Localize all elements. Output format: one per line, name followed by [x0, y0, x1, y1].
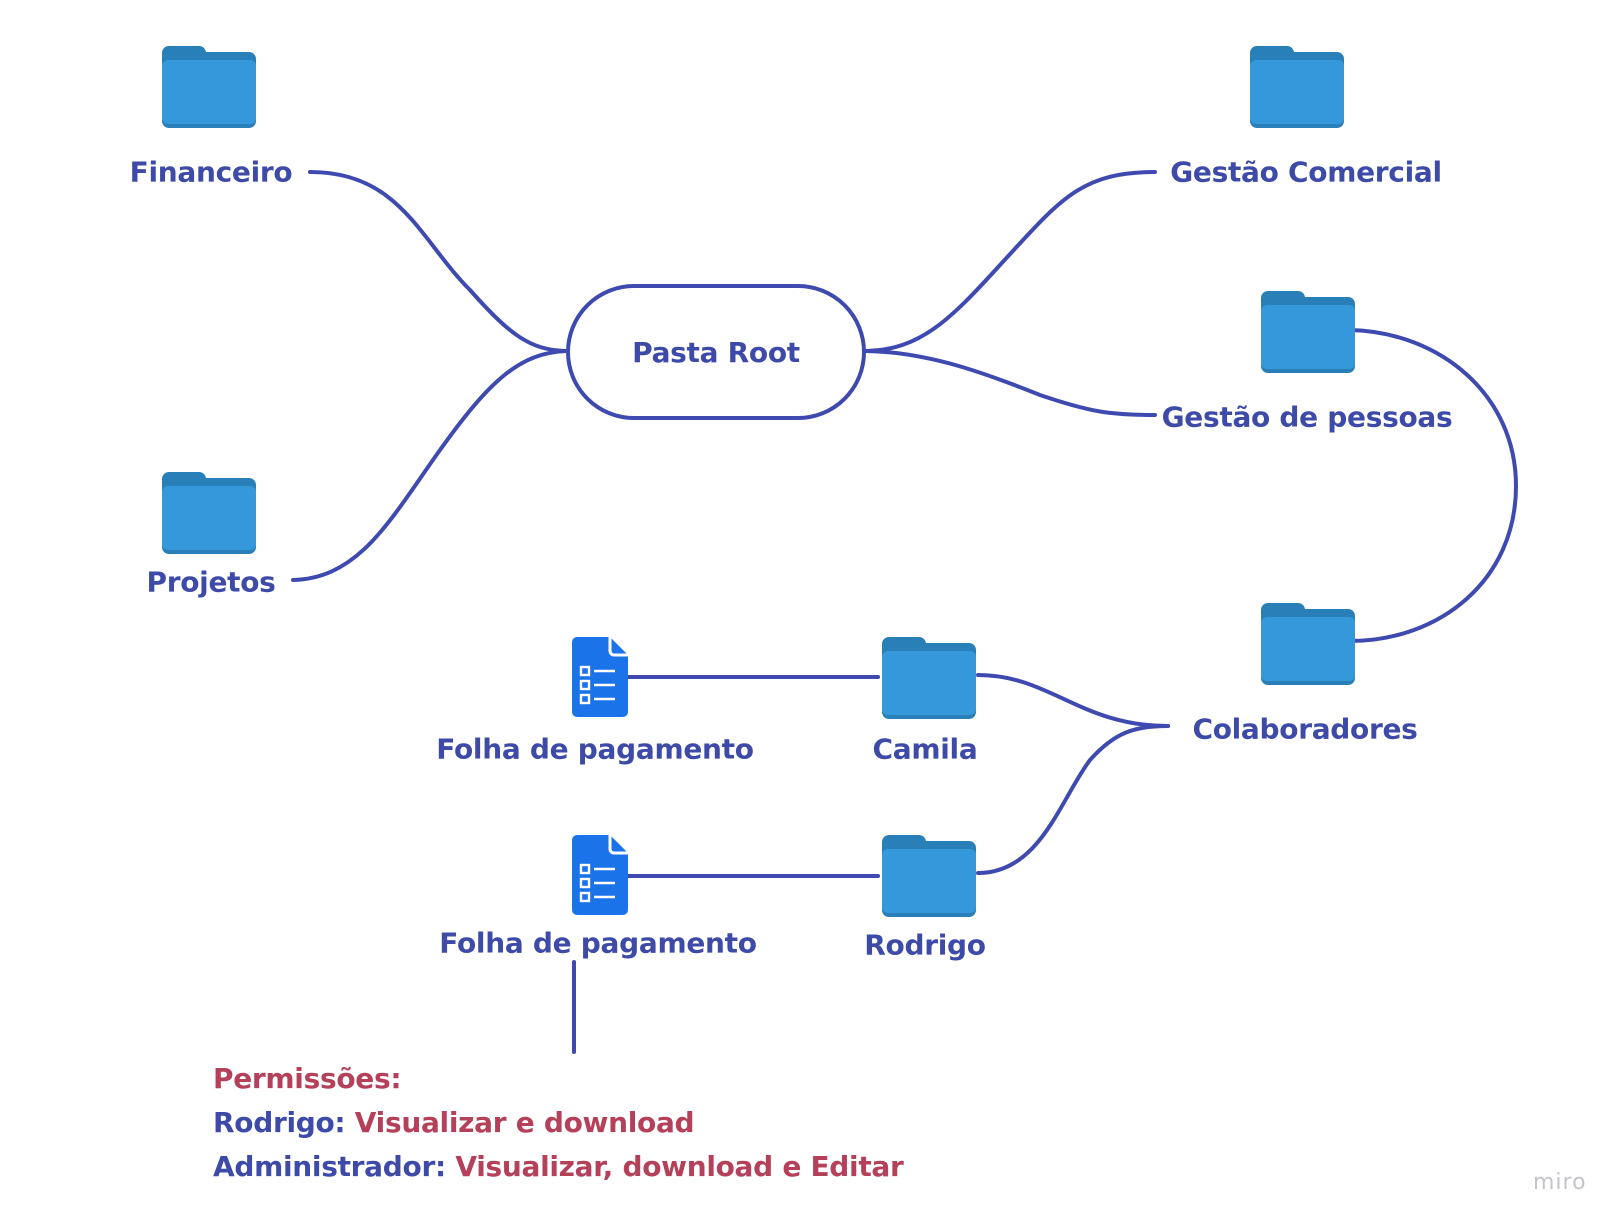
node-label-projetos[interactable]: Projetos: [146, 565, 276, 599]
node-label-gestao-pessoas[interactable]: Gestão de pessoas: [1161, 400, 1453, 434]
folder-icon[interactable]: [1250, 46, 1344, 128]
folder-icon[interactable]: [162, 46, 256, 128]
node-label-gestao-comercial[interactable]: Gestão Comercial: [1170, 155, 1442, 189]
permission-rights: Visualizar e download: [354, 1106, 695, 1139]
root-node-label: Pasta Root: [632, 335, 800, 369]
permission-who: Rodrigo:: [213, 1106, 346, 1139]
node-label-folha-camila[interactable]: Folha de pagamento: [436, 732, 754, 766]
edge-root-gestao-pessoas: [864, 349, 1157, 417]
node-label-financeiro[interactable]: Financeiro: [129, 155, 293, 189]
document-list-icon[interactable]: [572, 835, 628, 915]
permission-entry: Rodrigo: Visualizar e download: [213, 1106, 695, 1139]
node-label-colaboradores[interactable]: Colaboradores: [1192, 712, 1418, 746]
folder-icon[interactable]: [882, 637, 976, 719]
edge-colaboradores-rodrigo: [976, 724, 1170, 875]
folder-icon[interactable]: [1261, 291, 1355, 373]
permissions-title: Permissões:: [213, 1062, 402, 1095]
edge-root-gestao-comercial: [864, 170, 1157, 353]
document-list-icon[interactable]: [572, 637, 628, 717]
edge-colaboradores-camila: [976, 673, 1170, 728]
edge-root-financeiro: [308, 170, 568, 353]
permission-rights: Visualizar, download e Editar: [455, 1150, 904, 1183]
folder-icon[interactable]: [882, 835, 976, 917]
node-label-camila[interactable]: Camila: [872, 732, 978, 766]
miro-watermark: miro: [1533, 1170, 1587, 1195]
folder-icon[interactable]: [162, 472, 256, 554]
node-label-folha-rodrigo[interactable]: Folha de pagamento: [439, 926, 757, 960]
edge-gestao-pessoas-colaboradores: [1348, 328, 1519, 643]
folder-icon[interactable]: [1261, 603, 1355, 685]
permission-entry: Administrador: Visualizar, download e Ed…: [213, 1150, 904, 1183]
permission-who: Administrador:: [213, 1150, 446, 1183]
node-label-rodrigo[interactable]: Rodrigo: [864, 928, 986, 962]
root-node[interactable]: Pasta Root: [566, 284, 866, 420]
edge-root-projetos: [291, 349, 568, 582]
